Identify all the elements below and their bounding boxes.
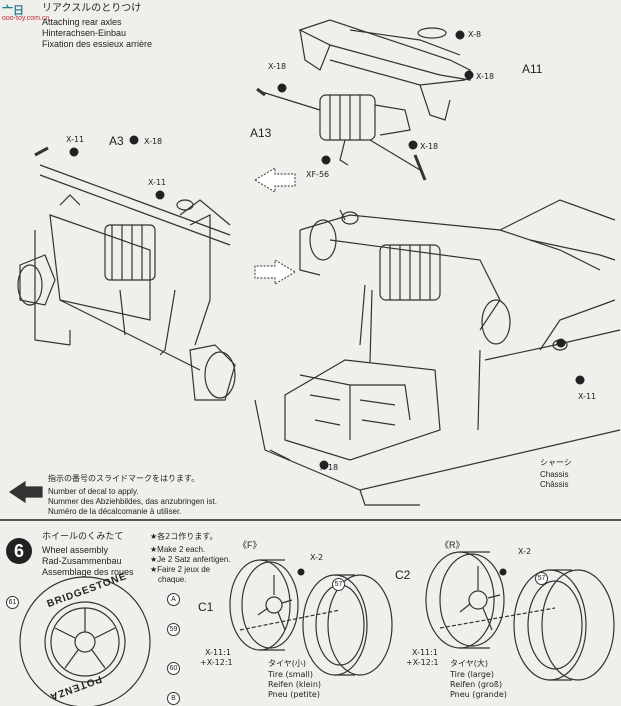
part-label-a3: A3: [109, 134, 124, 148]
chassis-label-fr: Châssis: [540, 480, 569, 489]
decal-marker-a: A: [167, 593, 180, 606]
decal-marker-60: 60: [167, 662, 180, 675]
step5-title-fr: Fixation des essieux arrière: [42, 39, 153, 49]
decal-note-en: Number of decal to apply.: [48, 487, 139, 496]
front-tire-label-jp: タイヤ(小): [268, 659, 307, 668]
front-wheel-drawing: [229, 559, 393, 676]
part-label-c2: C2: [395, 568, 411, 582]
screw-label-x2: X-2: [310, 553, 324, 562]
make-note-fr: ★Faire 2 jeux de: [150, 565, 211, 574]
rear-subframe-drawing: [17, 146, 236, 401]
screw-label-x11: X-11: [66, 135, 85, 144]
rear-grease-label-2: +X-12:1: [406, 658, 439, 667]
step-number-badge: 6: [6, 538, 32, 564]
rear-tire-label-jp: タイヤ(大): [450, 659, 489, 668]
decal-note-fr: Numéro de la décalcomanie à utiliser.: [48, 507, 182, 516]
front-tire-label-fr: Pneu (petite): [268, 690, 320, 699]
screw-label-x18: X-18: [268, 62, 287, 71]
screw-label-x11: X-11: [148, 178, 167, 187]
rear-tire-label-en: Tire (large): [450, 670, 494, 679]
front-tire-label-en: Tire (small): [268, 670, 313, 679]
rear-grease-label-1: X-11:1: [412, 648, 438, 657]
step6-title-jp: ホイールのくみたて: [42, 532, 124, 542]
screw-label-x18: X-18: [320, 463, 339, 472]
step5-title-de: Hinterachsen-Einbau: [42, 28, 127, 38]
rear-tire-label-fr: Pneu (grande): [450, 690, 507, 699]
make-note-jp: ★各2コ作ります。: [150, 532, 218, 541]
make-note-en: ★Make 2 each.: [150, 545, 206, 554]
section-divider: [0, 519, 621, 521]
paint-label-xf56: XF-56: [306, 170, 330, 179]
chassis-label-jp: シャーシ: [540, 458, 572, 467]
decal-marker-59: 59: [167, 623, 180, 636]
decal-marker-57: 57: [535, 572, 548, 585]
screw-label-x11: X-11: [578, 392, 597, 401]
part-label-c1: C1: [198, 600, 214, 614]
part-label-a11: A11: [522, 62, 543, 76]
watermark-logo: 亠日: [2, 5, 24, 17]
front-grease-label-1: X-11:1: [205, 648, 231, 657]
step5-title-jp: リアクスルのとりつけ: [42, 3, 142, 14]
rear-axle-drawing: [256, 19, 471, 181]
chassis-drawing: [254, 199, 621, 506]
step6-title-de: Rad-Zusammenbau: [42, 556, 122, 566]
screw-label-x18: X-18: [144, 137, 163, 146]
decal-marker-b: B: [167, 692, 180, 705]
decal-marker-61: 61: [6, 596, 19, 609]
rear-wheel-drawing: [425, 551, 615, 681]
front-wheel-tag: 《F》: [238, 540, 262, 550]
front-tire-label-de: Reifen (klein): [268, 680, 322, 689]
watermark-url: ooo-toy.com.cn: [2, 15, 50, 22]
step6-title-en: Wheel assembly: [42, 545, 109, 555]
screw-label-x2: X-2: [518, 547, 532, 556]
decal-marker-57: 57: [332, 578, 345, 591]
step6-title-fr: Assemblage des roues: [42, 567, 134, 577]
decal-note-jp: 指示の番号のスライドマークをはります。: [48, 474, 200, 483]
tire-drawing: [19, 576, 151, 706]
screw-label-x18: X-18: [476, 72, 495, 81]
decal-note-de: Nummer des Abziehbildes, das anzubringen…: [48, 497, 217, 506]
screw-label-x18: X-18: [420, 142, 439, 151]
chassis-label-en: Chassis: [540, 470, 569, 479]
part-label-a13: A13: [250, 126, 272, 140]
front-grease-label-2: +X-12:1: [200, 658, 233, 667]
rear-wheel-tag: 《R》: [440, 540, 465, 550]
rear-tire-label-de: Reifen (groß): [450, 680, 503, 689]
screw-label-x8: X-8: [468, 30, 482, 39]
step5-title-en: Attaching rear axles: [42, 17, 122, 27]
make-note-fr-2: chaque.: [158, 575, 187, 584]
make-note-de: ★Je 2 Satz anfertigen.: [150, 555, 231, 564]
